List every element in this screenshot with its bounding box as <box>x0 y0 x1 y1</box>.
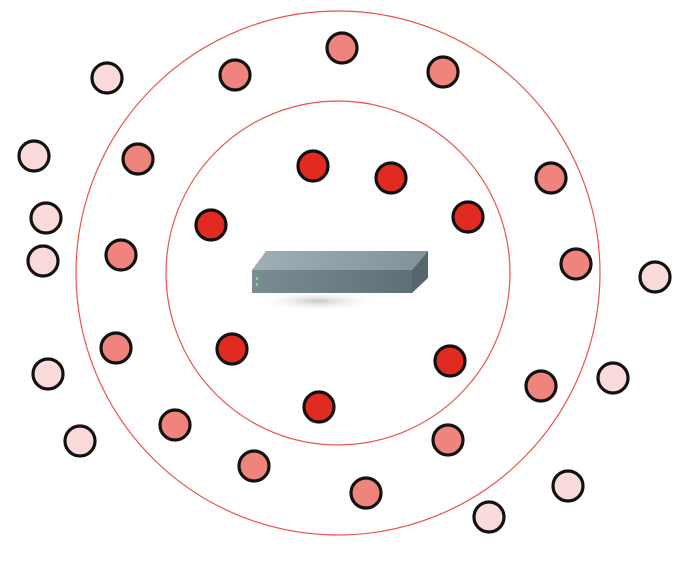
switch-top-face <box>252 251 428 270</box>
outer-node <box>26 244 60 278</box>
inner-node <box>194 208 228 242</box>
inner-node <box>433 344 467 378</box>
inner-node <box>451 200 485 234</box>
middle-node <box>121 142 155 176</box>
middle-node <box>158 408 192 442</box>
outer-node <box>63 424 97 458</box>
inner-ring <box>165 100 511 446</box>
middle-node <box>524 369 558 403</box>
inner-node <box>215 332 249 366</box>
outer-ring <box>75 10 601 536</box>
outer-node <box>29 201 63 235</box>
outer-node <box>90 61 124 95</box>
outer-node <box>638 260 672 294</box>
outer-node <box>596 361 630 395</box>
outer-node <box>17 139 51 173</box>
middle-node <box>218 58 252 92</box>
switch-side-face <box>412 251 428 293</box>
inner-node <box>302 390 336 424</box>
middle-node-group <box>99 31 593 510</box>
middle-node <box>237 449 271 483</box>
switch-front-face <box>252 270 412 293</box>
middle-node <box>426 55 460 89</box>
inner-node-group <box>194 149 485 424</box>
outer-node-group <box>17 61 672 534</box>
outer-node <box>31 357 65 391</box>
inner-node <box>296 149 330 183</box>
network-switch-icon <box>252 251 428 311</box>
outer-node <box>551 469 585 503</box>
middle-node <box>325 31 359 65</box>
outer-node <box>472 500 506 534</box>
middle-node <box>99 331 133 365</box>
switch-led <box>256 277 258 280</box>
middle-node <box>104 238 138 272</box>
inner-node <box>374 161 408 195</box>
middle-node <box>559 247 593 281</box>
switch-shadow <box>256 291 380 311</box>
middle-node <box>534 161 568 195</box>
middle-node <box>349 476 383 510</box>
middle-node <box>431 423 465 457</box>
switch-led <box>256 283 258 286</box>
